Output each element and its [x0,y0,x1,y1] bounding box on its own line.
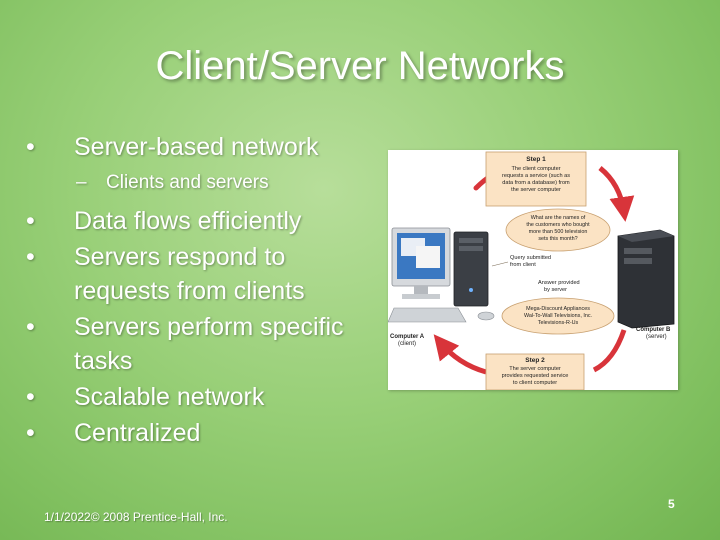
bullet-dot-icon: • [26,133,35,161]
step1-line: the server computer [511,187,561,193]
sub-bullet-item: –Clients and servers [22,170,382,196]
bullet-dot-icon: • [26,383,35,411]
bullet-dot-icon: • [26,313,35,341]
bullet-item: • Scalable network [22,380,382,414]
step1-line: requests a service (such as [502,173,570,179]
step2-line: provides requested service [502,373,569,379]
bullet-text: Scalable network [74,383,265,411]
bullet-item: • Data flows efficiently [22,204,382,238]
bullet-item: • Server-based network [22,130,382,164]
arrow-bottom-right [592,329,627,373]
footer-text: 1/1/2022© 2008 Prentice-Hall, Inc. [44,510,228,524]
query-label: from client [510,262,536,268]
arrow-bottom-left [433,334,487,375]
bullet-text: Centralized [74,419,201,447]
query-label: Query submitted [510,255,551,261]
answer-bubble [501,297,615,335]
bullet-text: Servers perform specific tasks [74,313,344,375]
answer-label: Answer provided [538,280,580,286]
bullet-list: • Server-based network –Clients and serve… [22,130,382,456]
computer-b-label: Computer B [636,327,671,333]
computer-a-role: (client) [398,341,416,347]
bullet-text: Server-based network [74,133,319,161]
bullet-text: Servers respond to requests from clients [74,243,305,305]
answer-line: Televisions-R-Us [538,320,579,326]
client-server-diagram: Step 1 The client computer requests a se… [388,150,678,390]
step2-line: The server computer [509,366,561,372]
page-number: 5 [668,497,675,511]
step1-title: Step 1 [526,156,546,163]
step1-line: data from a database) from [502,180,570,186]
answer-line: Wal-To-Wall Televisions, Inc. [524,313,592,319]
question-bubble [505,208,611,252]
step1-box [485,151,587,207]
bullet-dot-icon: • [26,207,35,235]
question-line: sets this month? [538,236,577,242]
sub-bullet-text: Clients and servers [106,172,269,193]
bullet-dot-icon: • [26,419,35,447]
arrow-top-right [598,166,635,222]
question-line: the customers who bought [526,222,590,228]
step2-title: Step 2 [525,357,545,364]
sub-bullet-dash-icon: – [76,172,87,193]
computer-a-label: Computer A [390,334,425,340]
computer-b-role: (server) [646,334,667,340]
answer-label: by server [544,287,567,293]
bullet-item: • Servers perform specific tasks [22,310,382,378]
bullet-text: Data flows efficiently [74,207,302,235]
step1-line: The client computer [511,166,560,172]
bullet-dot-icon: • [26,243,35,271]
bullet-item: • Servers respond to requests from client… [22,240,382,308]
query-line [491,261,509,267]
step2-box [485,353,585,390]
question-line: more than 500 television [529,229,588,235]
slide-title: Client/Server Networks [155,44,565,88]
client-computer-icon [388,227,495,323]
question-line: What are the names of [531,215,586,221]
step2-line: to client computer [513,380,557,386]
bullet-item: • Centralized [22,416,382,450]
server-computer-icon [617,229,675,329]
answer-line: Mega-Discount Appliances [526,306,590,312]
